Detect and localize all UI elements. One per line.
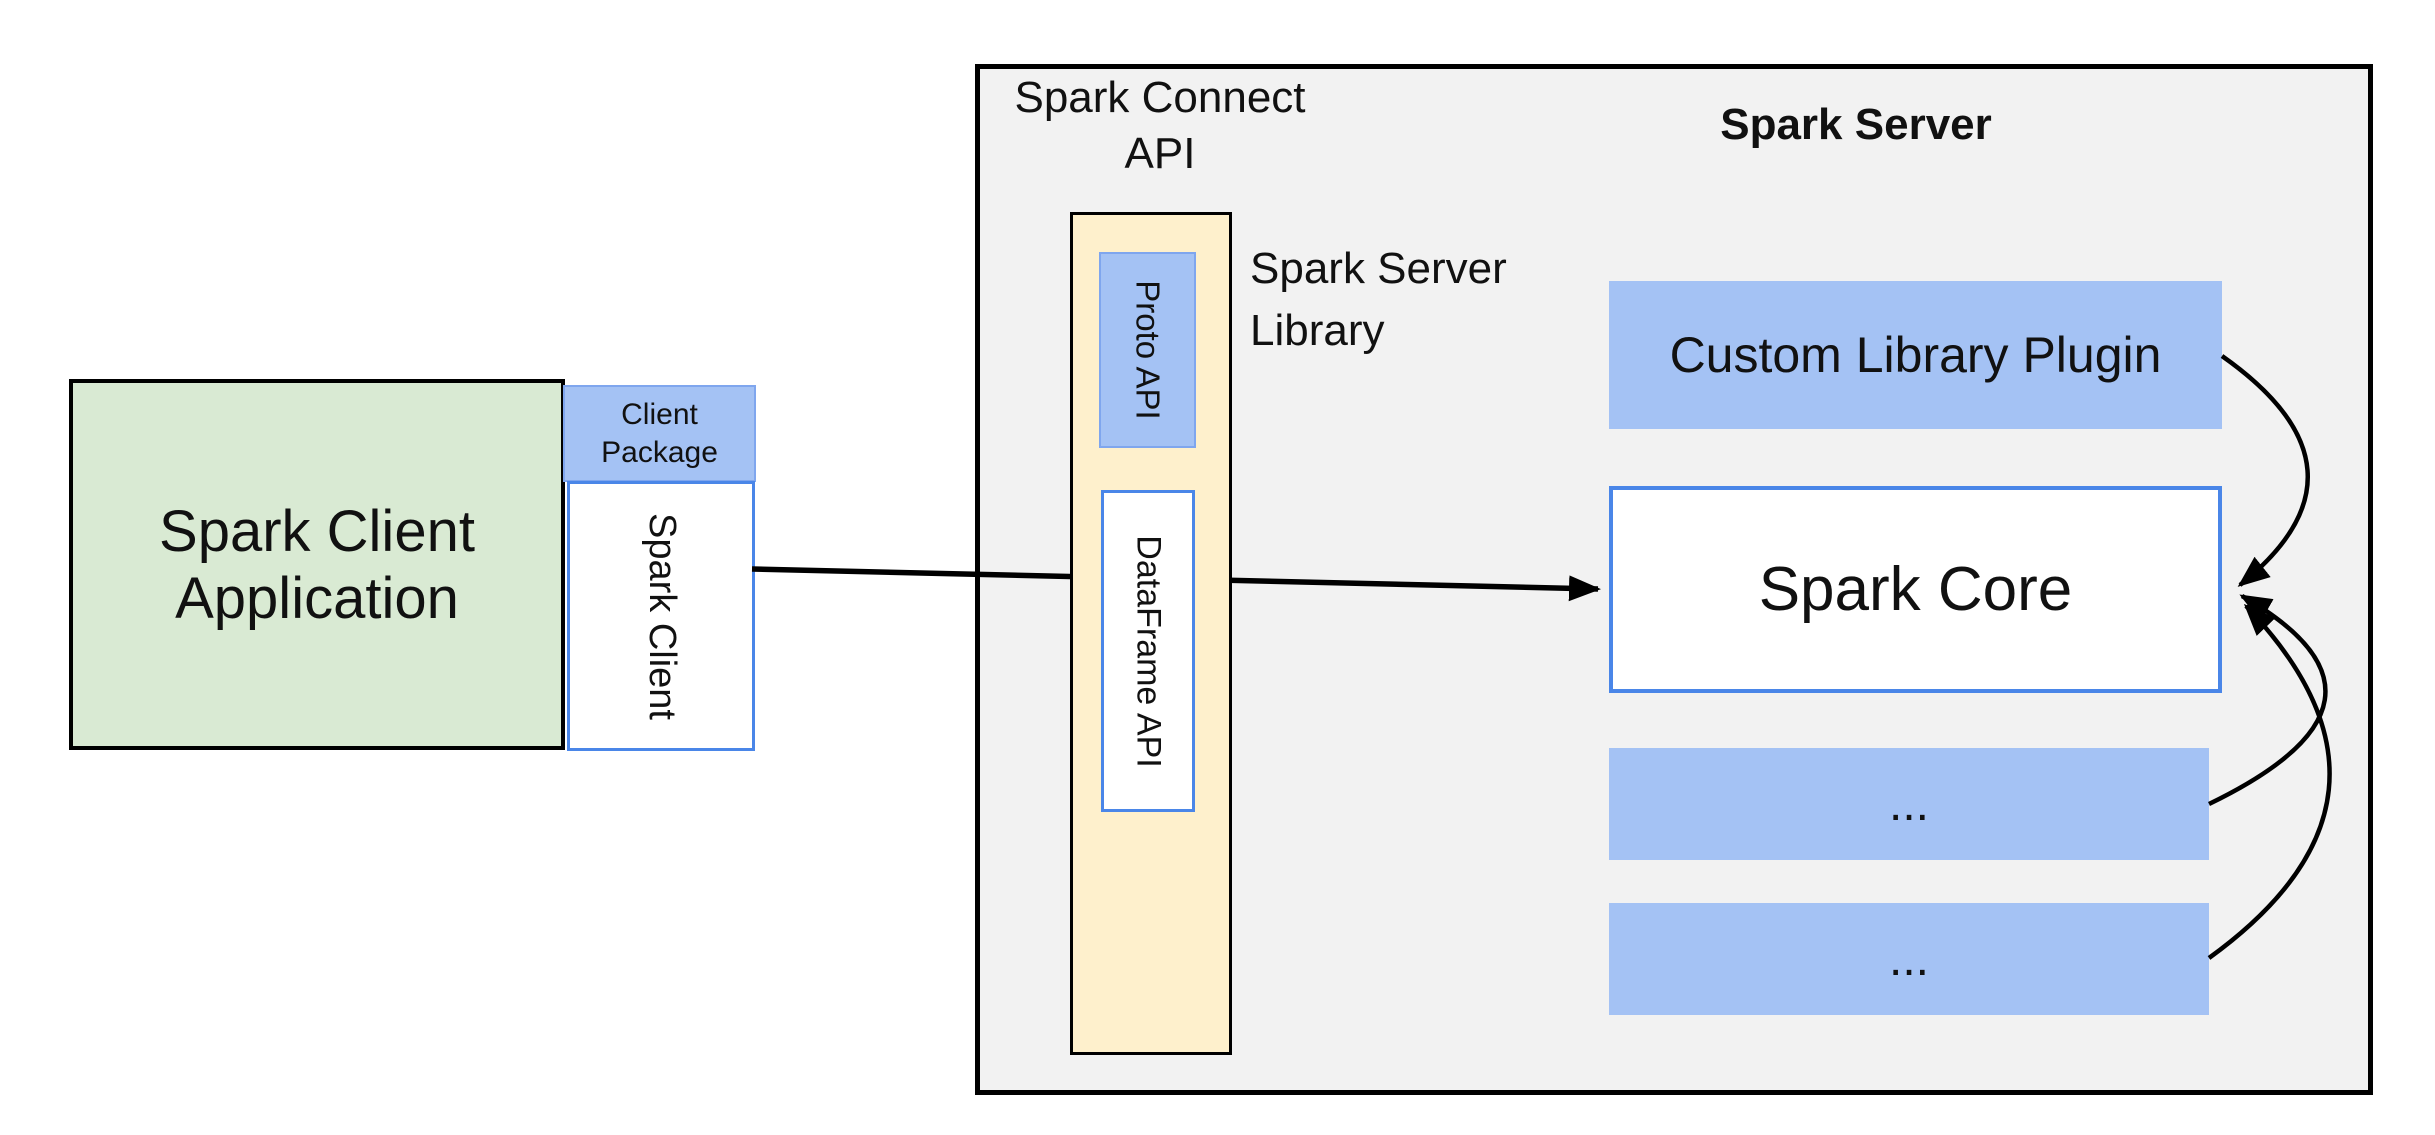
spark-client-application-box: Spark Client Application <box>69 379 565 750</box>
spark-core-label: Spark Core <box>1758 555 2073 624</box>
spark-server-title: Spark Server <box>1720 100 1992 149</box>
dataframe-api-label: DataFrame API <box>1129 534 1168 768</box>
plugin-placeholder-box-1: ... <box>1609 748 2209 860</box>
spark-client-application-label: Spark Client Application <box>159 498 475 631</box>
proto-api-box: Proto API <box>1099 252 1196 448</box>
client-package-label-line2: Package <box>601 435 718 469</box>
custom-library-plugin-label: Custom Library Plugin <box>1669 327 2162 383</box>
spark-client-label: Spark Client <box>640 512 683 720</box>
spark-server-library-label: Spark Server Library <box>1250 244 1507 355</box>
spark-connect-api-label: Spark Connect API <box>1014 73 1306 178</box>
plugin-placeholder-box-2: ... <box>1609 903 2209 1015</box>
dataframe-api-box: DataFrame API <box>1101 490 1195 812</box>
spark-core-box: Spark Core <box>1609 486 2222 693</box>
client-package-box: Client Package <box>563 385 756 482</box>
plugin-placeholder-label-1: ... <box>1888 777 1929 831</box>
proto-api-label: Proto API <box>1129 280 1167 420</box>
spark-client-box: Spark Client <box>567 481 755 751</box>
plugin-placeholder-label-2: ... <box>1888 932 1929 986</box>
client-package-label-line1: Client <box>621 397 698 431</box>
custom-library-plugin-box: Custom Library Plugin <box>1609 281 2222 429</box>
